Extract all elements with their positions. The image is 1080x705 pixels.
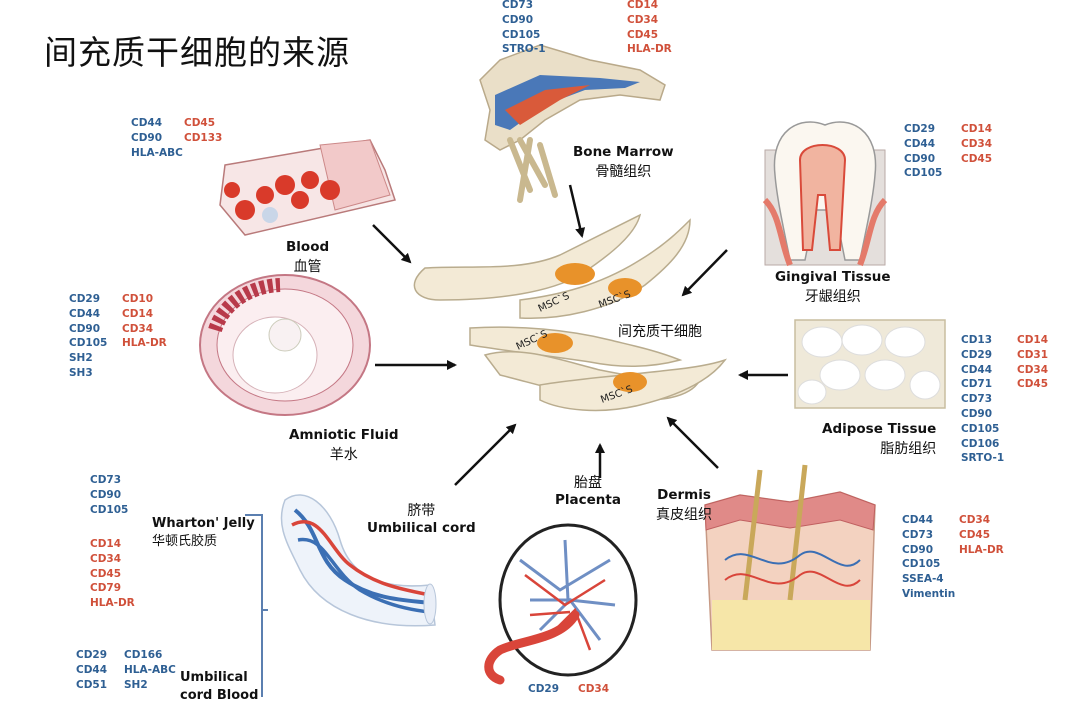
bone-marrow-illustration <box>479 44 666 203</box>
arrows <box>372 184 788 486</box>
adipose-illustration <box>794 319 946 409</box>
umbilical-cord-illustration <box>280 494 437 627</box>
msc-center-label: 间充质干细胞 <box>618 324 702 340</box>
skin-illustration <box>704 464 876 651</box>
msc-cells-illustration <box>413 213 728 412</box>
blood-illustration <box>219 139 396 236</box>
page-title: 间充质干细胞的来源 <box>44 33 350 72</box>
placenta-negative-markers: CD34 <box>578 683 610 695</box>
amniotic-illustration <box>199 274 371 416</box>
placenta-positive-markers: CD29 <box>528 683 560 695</box>
umbilical-bracket <box>245 514 263 697</box>
arrow-dermis <box>666 416 719 469</box>
arrow-gingival <box>681 249 728 297</box>
arrow-bone-marrow <box>568 184 586 238</box>
arrow-umbilical <box>454 423 517 486</box>
arrow-blood <box>372 224 412 264</box>
tooth-illustration <box>762 121 888 267</box>
placenta-illustration <box>484 523 638 685</box>
